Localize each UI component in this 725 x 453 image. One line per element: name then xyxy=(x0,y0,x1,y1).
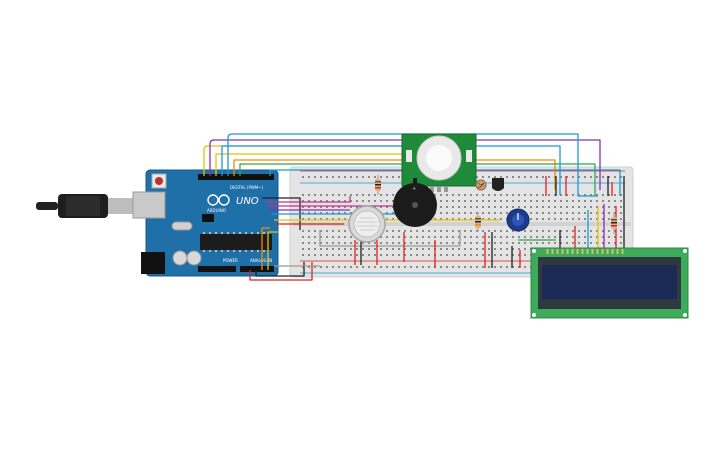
arduino-uno-board[interactable]: UNO ARDUINO DIGITAL (PWM~) POWER ANALOG … xyxy=(132,169,279,277)
analog-label: ANALOG IN xyxy=(250,258,272,263)
photoresistor[interactable] xyxy=(475,179,487,191)
analog-header[interactable] xyxy=(240,266,274,272)
reset-button[interactable] xyxy=(151,173,167,189)
wire-black[interactable] xyxy=(255,262,305,277)
atmega-chip xyxy=(200,234,272,250)
power-header[interactable] xyxy=(198,266,236,272)
wire-red[interactable] xyxy=(249,262,313,281)
resistor[interactable] xyxy=(611,212,617,234)
arduino-logo xyxy=(207,194,230,206)
wire-black[interactable] xyxy=(262,197,301,230)
piezo-buzzer[interactable]: + xyxy=(393,178,437,227)
wire-yellow[interactable] xyxy=(267,231,278,270)
digital-label: DIGITAL (PWM~) xyxy=(230,185,264,190)
arduino-brand-text: ARDUINO xyxy=(207,208,226,213)
wire-orange[interactable] xyxy=(233,159,556,190)
wire-magenta[interactable] xyxy=(266,196,351,203)
temperature-sensor[interactable] xyxy=(492,178,504,191)
wire-yellow[interactable] xyxy=(215,153,405,176)
resistor[interactable] xyxy=(375,175,381,195)
potentiometer[interactable] xyxy=(506,208,530,232)
usb-cable xyxy=(36,194,136,218)
wire-orange[interactable] xyxy=(261,227,270,270)
lcd-pin-header[interactable] xyxy=(545,249,625,255)
power-jack xyxy=(141,252,165,274)
power-label: POWER xyxy=(223,258,238,263)
uno-logo-text: UNO xyxy=(236,196,259,207)
lcd-16x2[interactable] xyxy=(530,247,689,319)
wire-yellow[interactable] xyxy=(203,145,412,176)
svg-text:+: + xyxy=(412,186,416,192)
wire-gray[interactable] xyxy=(319,230,461,247)
usb-port xyxy=(132,191,166,219)
pir-motion-sensor[interactable] xyxy=(401,133,477,192)
crystal-oscillator xyxy=(171,221,193,231)
wire-purple[interactable] xyxy=(209,139,601,190)
gas-sensor[interactable] xyxy=(348,205,386,243)
icsp-header xyxy=(202,214,214,222)
digital-header[interactable] xyxy=(198,174,274,180)
resistor[interactable] xyxy=(475,212,481,232)
capacitor xyxy=(172,250,188,266)
capacitor xyxy=(186,250,202,266)
